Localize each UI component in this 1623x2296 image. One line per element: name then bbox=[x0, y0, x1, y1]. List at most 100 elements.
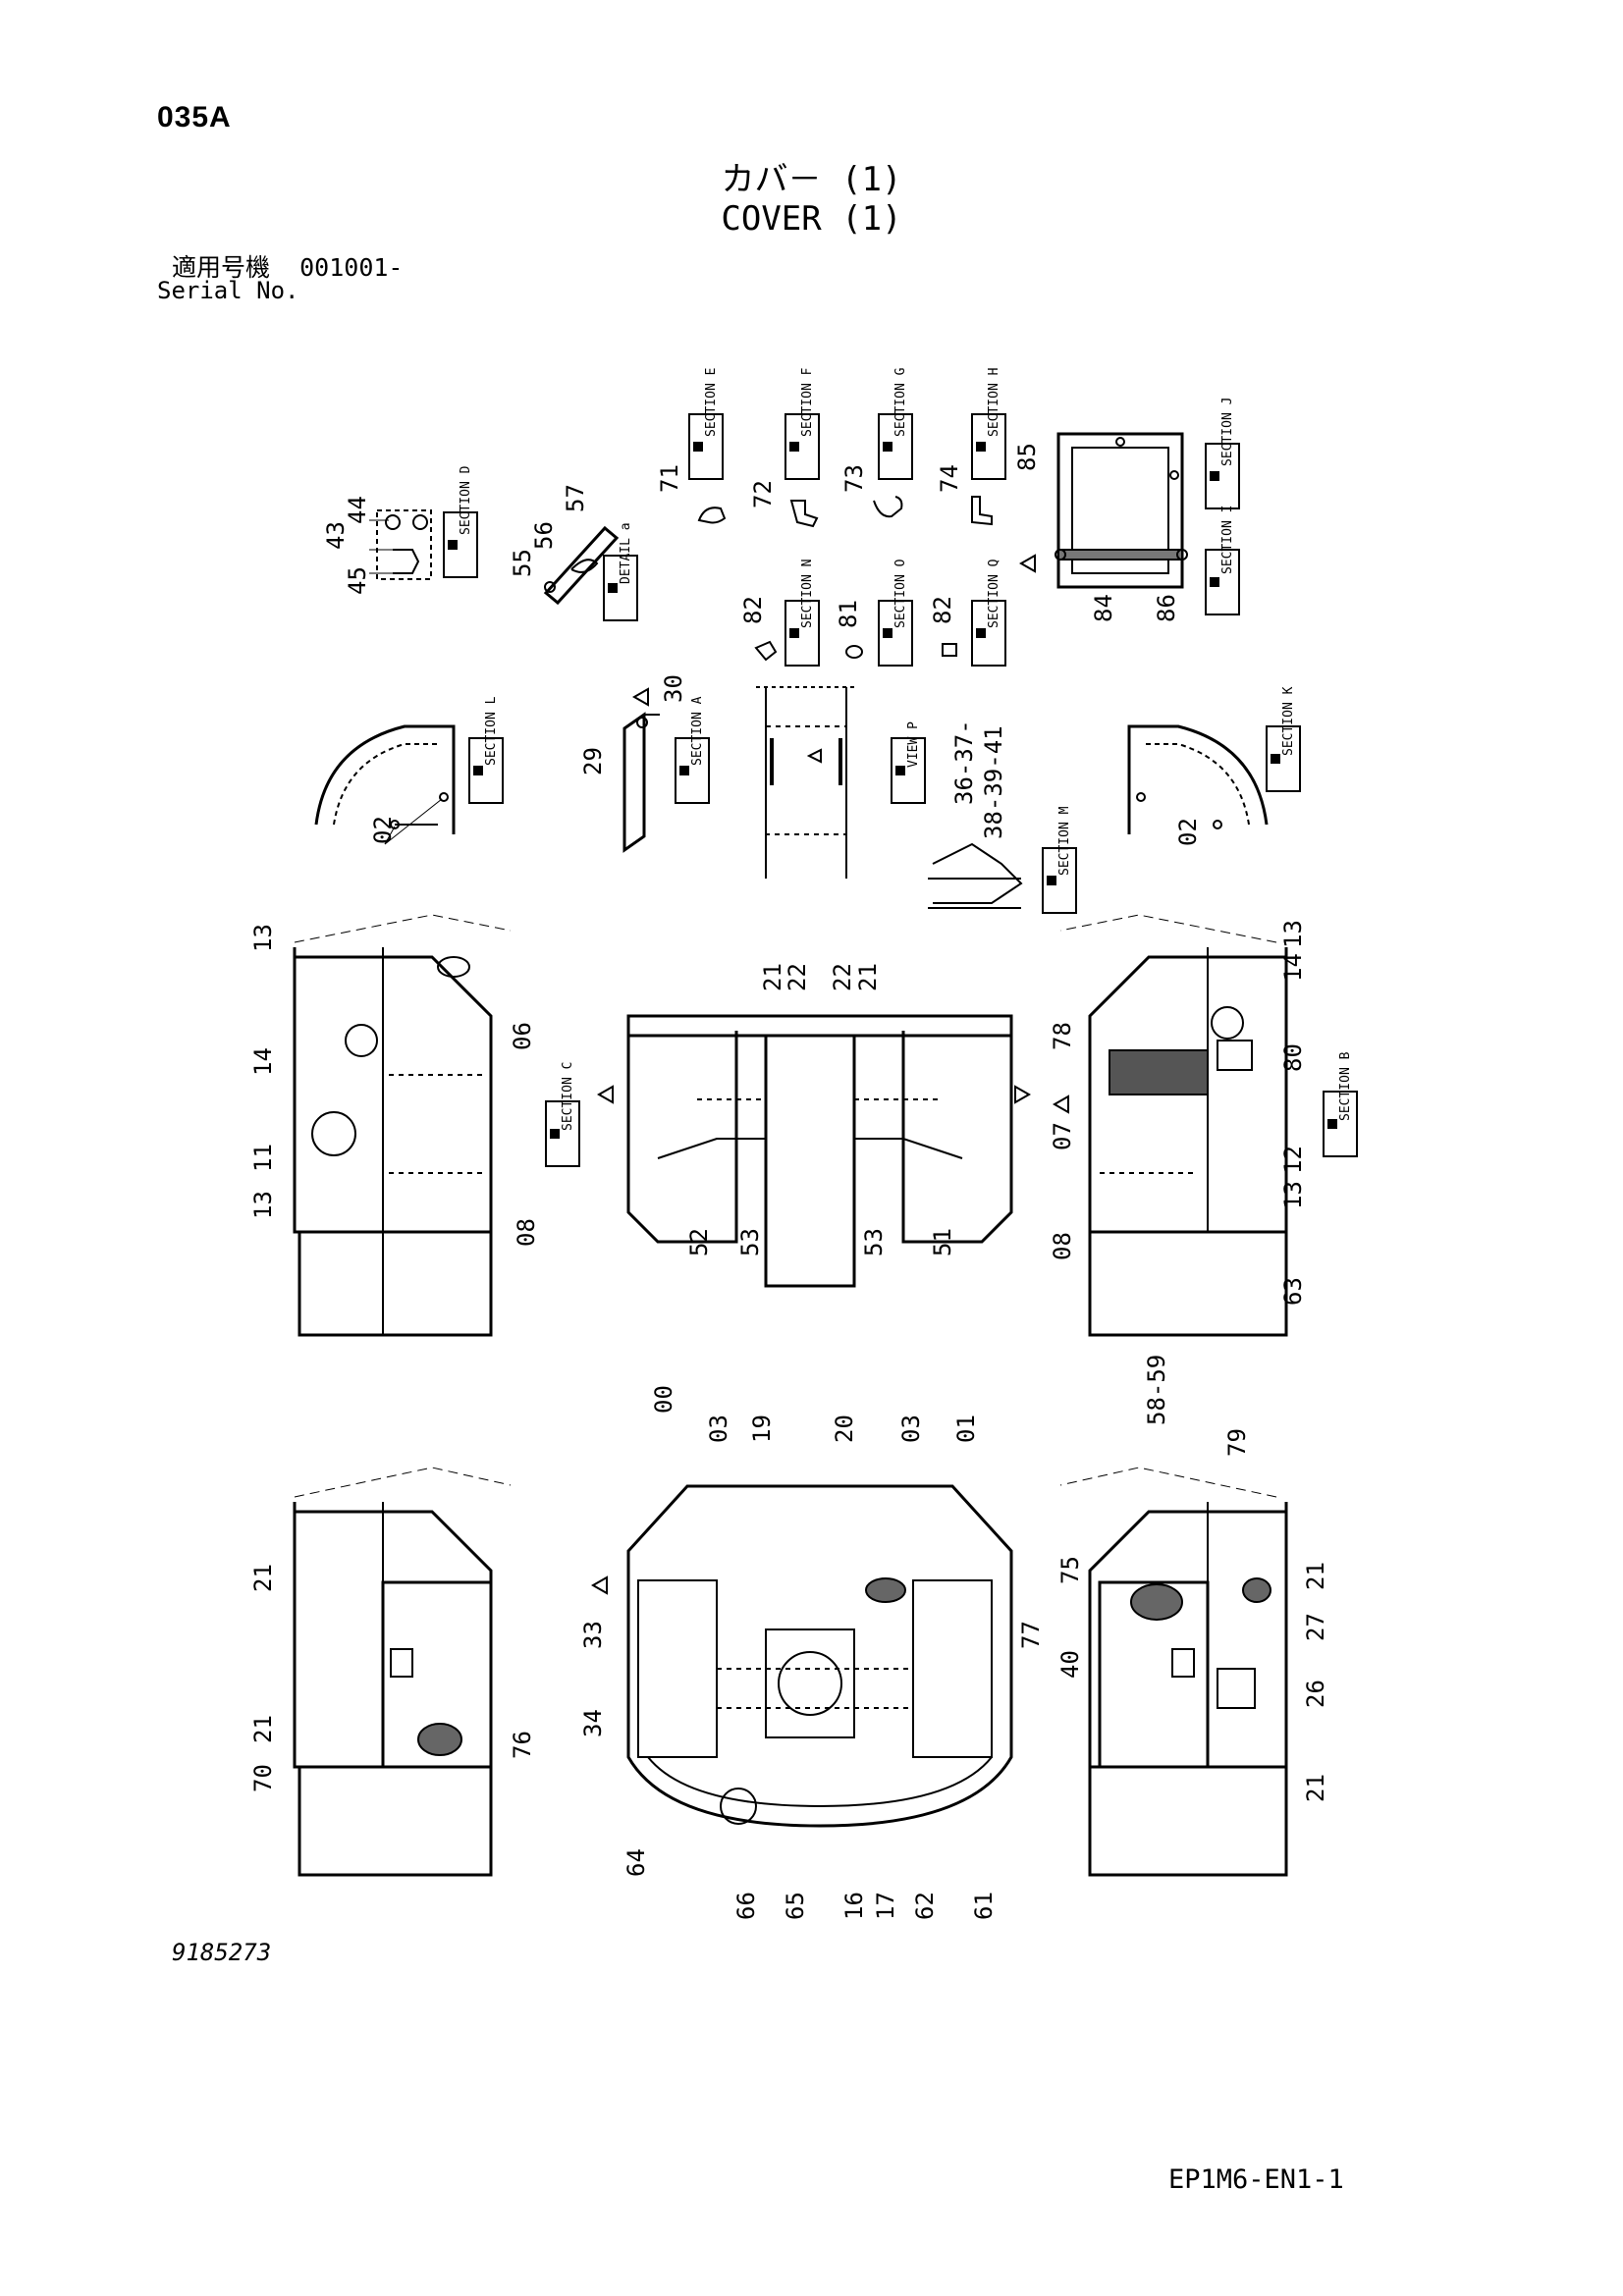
callout-01: 01 bbox=[952, 1415, 980, 1443]
callout-06: 06 bbox=[509, 1022, 536, 1050]
callout-21-b: 21 bbox=[854, 963, 882, 991]
callout-66: 66 bbox=[732, 1892, 760, 1920]
section-q-label: SECTION Q bbox=[987, 559, 1001, 628]
callout-30: 30 bbox=[660, 674, 687, 703]
part-76-shape bbox=[417, 1723, 462, 1756]
callout-34: 34 bbox=[579, 1709, 607, 1737]
section-n-label: SECTION N bbox=[800, 560, 815, 628]
section-q-group: SECTION Q 82 bbox=[929, 559, 1006, 667]
center-top-view: 21 22 22 21 52 53 53 51 bbox=[596, 963, 1032, 1288]
section-o-tag bbox=[878, 600, 913, 667]
callout-26: 26 bbox=[1302, 1680, 1329, 1708]
swing-center-shape bbox=[778, 1651, 842, 1716]
callout-40: 40 bbox=[1056, 1650, 1084, 1679]
section-q-tag bbox=[971, 600, 1006, 667]
section-b-label: SECTION B bbox=[1338, 1051, 1353, 1121]
detail-a-group: DETAIL a 55 56 57 bbox=[509, 484, 638, 621]
section-e-label: SECTION E bbox=[704, 368, 719, 437]
part-82-shape-b bbox=[942, 643, 957, 657]
part-82-shape-a bbox=[754, 640, 778, 662]
callout-21-c: 21 bbox=[249, 1564, 277, 1592]
section-f-tag bbox=[784, 413, 820, 480]
view-arrow-icon bbox=[1018, 554, 1036, 573]
callout-73: 73 bbox=[840, 464, 868, 493]
section-h-label: SECTION H bbox=[987, 368, 1001, 437]
section-k-label: SECTION K bbox=[1281, 686, 1296, 756]
callout-56: 56 bbox=[530, 521, 558, 550]
callout-33: 33 bbox=[579, 1621, 607, 1649]
part-80-shape bbox=[1217, 1040, 1253, 1071]
callout-45: 45 bbox=[344, 566, 371, 595]
section-c-tag bbox=[545, 1100, 580, 1167]
callout-62: 62 bbox=[911, 1892, 939, 1920]
callout-58-59: 58-59 bbox=[1143, 1355, 1170, 1425]
part-84-shape bbox=[1057, 549, 1183, 561]
callout-82-a: 82 bbox=[739, 596, 767, 624]
section-e-tag bbox=[688, 413, 724, 480]
view-arrow-icon bbox=[631, 687, 649, 707]
callout-72: 72 bbox=[749, 480, 777, 508]
callout-85: 85 bbox=[1013, 443, 1041, 471]
section-k-group: SECTION K 02 bbox=[1127, 686, 1301, 846]
callout-55: 55 bbox=[509, 549, 536, 577]
callout-14-a: 14 bbox=[249, 1047, 277, 1076]
section-c-label: SECTION C bbox=[561, 1062, 575, 1131]
drawing-number-visible: 9185273 bbox=[172, 1939, 272, 1966]
section-g-group: SECTION G 73 bbox=[840, 367, 913, 518]
part-11-shape bbox=[311, 1111, 356, 1156]
part-77-shape bbox=[865, 1577, 906, 1603]
part-45-shape bbox=[393, 549, 420, 574]
part-85-frame bbox=[1056, 432, 1184, 589]
callout-57: 57 bbox=[562, 484, 589, 512]
part-36-shape bbox=[932, 842, 1023, 904]
section-l-tag bbox=[468, 737, 504, 804]
part-57-bar bbox=[543, 525, 620, 606]
detail-a-label: DETAIL a bbox=[619, 522, 633, 584]
sheet-code: EP1M6-EN1-1 bbox=[1168, 2164, 1344, 2195]
part-26-shape bbox=[1217, 1668, 1256, 1709]
view-arrow-icon bbox=[596, 1085, 614, 1104]
detail-a-tag bbox=[603, 555, 638, 621]
right-side-view-top: SECTION B 13 14 78 80 07 12 13 08 63 bbox=[1049, 914, 1358, 1337]
callout-00: 00 bbox=[650, 1385, 677, 1414]
right-side-view-bottom: 58-59 79 75 21 27 40 26 21 bbox=[1056, 1355, 1329, 1877]
part-64-shape bbox=[720, 1788, 757, 1825]
section-h-group: SECTION H 74 bbox=[936, 368, 1006, 526]
section-m-label: SECTION M bbox=[1057, 806, 1072, 876]
page-code: 035A bbox=[157, 101, 232, 133]
callout-38: 38-39-41 bbox=[980, 725, 1007, 839]
callout-08-a: 08 bbox=[513, 1218, 540, 1247]
part-74-shape bbox=[971, 496, 993, 526]
part-latch-shape bbox=[390, 1648, 413, 1678]
left-body-outline bbox=[293, 947, 493, 1234]
callout-22-a: 22 bbox=[784, 963, 811, 991]
section-o-label: SECTION O bbox=[893, 559, 908, 628]
bottom-outline bbox=[626, 1484, 1013, 1828]
callout-13-a: 13 bbox=[249, 924, 277, 952]
callout-63: 63 bbox=[1279, 1277, 1307, 1306]
part-40-shape bbox=[1171, 1648, 1195, 1678]
callout-21-f: 21 bbox=[1302, 1774, 1329, 1802]
section-o-group: SECTION O 81 bbox=[835, 559, 913, 667]
callout-27: 27 bbox=[1302, 1613, 1329, 1641]
callout-86: 86 bbox=[1153, 594, 1180, 622]
callout-02-r: 02 bbox=[1174, 818, 1202, 846]
callout-84: 84 bbox=[1090, 594, 1117, 622]
callout-81: 81 bbox=[835, 600, 862, 628]
view-arrow-icon bbox=[590, 1575, 608, 1595]
view-arrow-icon bbox=[1014, 1085, 1032, 1104]
section-n-group: SECTION N 82 bbox=[739, 560, 820, 667]
section-k-tag bbox=[1266, 725, 1301, 792]
callout-43: 43 bbox=[322, 521, 350, 550]
callout-20: 20 bbox=[831, 1415, 858, 1443]
callout-53-b: 53 bbox=[860, 1228, 888, 1256]
view-p-group: VIEW P bbox=[756, 686, 926, 879]
callout-77: 77 bbox=[1017, 1621, 1045, 1649]
callout-12: 12 bbox=[1279, 1146, 1307, 1174]
view-p-label: VIEW P bbox=[906, 721, 921, 768]
part-71-shape bbox=[697, 507, 727, 524]
section-d-group: SECTION D 43 44 45 bbox=[322, 465, 478, 595]
callout-21-d: 21 bbox=[249, 1715, 277, 1743]
part-73-shape bbox=[873, 496, 903, 518]
section-h-tag bbox=[971, 413, 1006, 480]
